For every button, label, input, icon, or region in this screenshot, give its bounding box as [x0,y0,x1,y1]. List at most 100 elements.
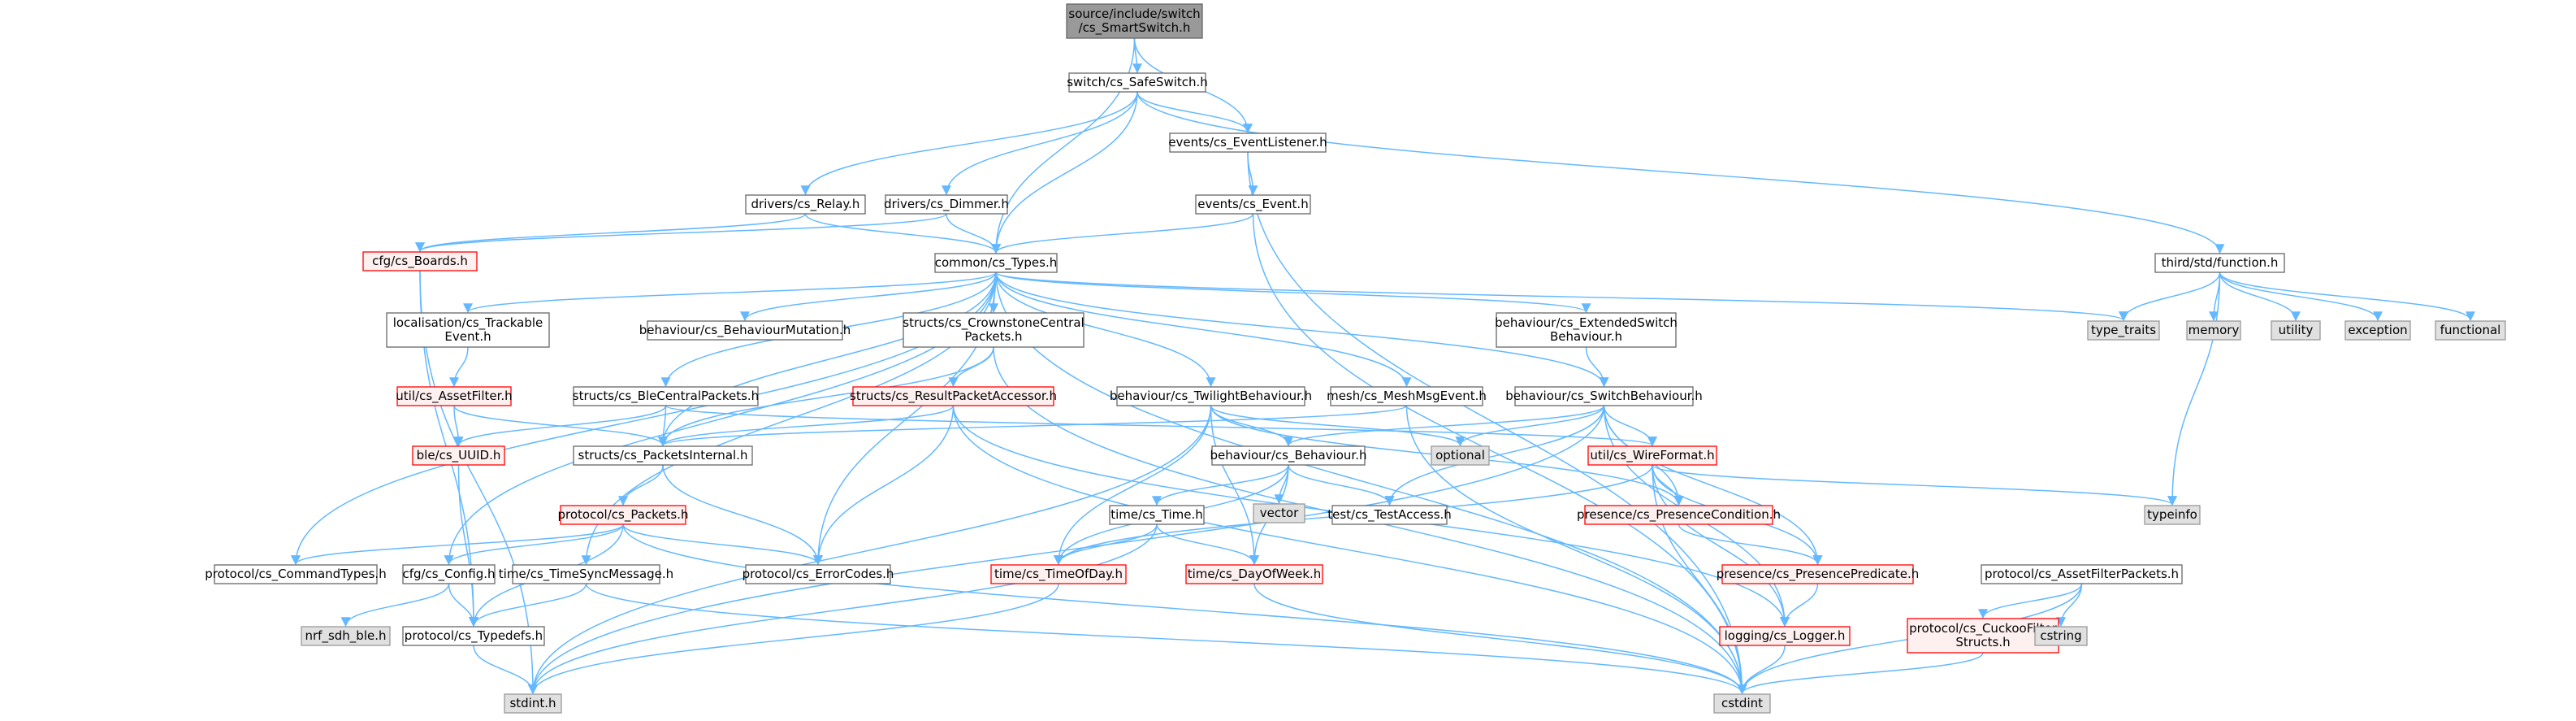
node-vector: vector [1253,503,1305,523]
node-label: time/cs_TimeOfDay.h [994,567,1123,582]
node-box [402,564,496,584]
node-box [1116,386,1305,406]
node-function[interactable]: third/std/function.h [2154,253,2285,273]
edge-resultpacket-to-errorcodes [813,405,955,566]
node-box [573,445,753,466]
node-stdint: stdint.h [504,693,562,714]
node-typedefs[interactable]: protocol/cs_Typedefs.h [402,626,545,646]
node-box [934,253,1058,273]
edge-types-to-typetraits [995,271,2128,322]
edge-packetsinternal-to-packets [618,464,664,506]
node-utility: utility [2271,320,2321,341]
node-box [386,312,550,348]
edge-function-to-typetraits [2119,271,2221,322]
edge-boards-to-stdint [419,270,538,695]
node-time[interactable]: time/cs_Time.h [1109,505,1205,525]
node-packetsinternal[interactable]: structs/cs_PacketsInternal.h [573,445,753,466]
edge-function-to-utility [2219,271,2301,322]
edge-types-to-cstdint [995,271,1747,695]
node-behaviour[interactable]: behaviour/cs_Behaviour.h [1210,445,1367,466]
node-label: Packets.h [964,329,1022,344]
node-label: functional [2440,323,2501,337]
node-label: mesh/cs_MeshMsgEvent.h [1327,389,1487,404]
node-root[interactable]: source/include/switch/cs_SmartSwitch.h [1066,3,1203,39]
node-label: /cs_SmartSwitch.h [1079,20,1191,36]
node-box [396,386,512,406]
node-blecentral[interactable]: structs/cs_BleCentralPackets.h [573,386,759,406]
node-box [2435,320,2506,341]
node-label: behaviour/cs_BehaviourMutation.h [639,323,851,338]
node-presencepred[interactable]: presence/cs_PresencePredicate.h [1717,564,1919,584]
node-eventlistener[interactable]: events/cs_EventListener.h [1168,132,1327,153]
node-box [2344,320,2411,341]
edge-crownstonecentral-to-packetsinternal [658,346,994,447]
edge-function-to-typeinfo [2167,271,2221,506]
node-dayofweek[interactable]: time/cs_DayOfWeek.h [1185,564,1323,584]
node-twilight[interactable]: behaviour/cs_TwilightBehaviour.h [1110,386,1312,406]
node-behmut[interactable]: behaviour/cs_BehaviourMutation.h [639,320,851,341]
node-wireformat[interactable]: util/cs_WireFormat.h [1587,445,1717,466]
node-types[interactable]: common/cs_Types.h [934,253,1058,273]
node-timesync[interactable]: time/cs_TimeSyncMessage.h [499,564,673,584]
node-box [504,693,562,714]
node-config[interactable]: cfg/cs_Config.h [402,564,496,584]
node-assetfilter[interactable]: util/cs_AssetFilter.h [396,386,513,406]
node-label: time/cs_Time.h [1110,507,1203,523]
node-relay[interactable]: drivers/cs_Relay.h [745,194,866,215]
node-timeofday[interactable]: time/cs_TimeOfDay.h [990,564,1127,584]
edge-timesync-to-typedefs [469,583,587,628]
edge-uuid-to-typedefs [457,464,478,628]
node-presencecond[interactable]: presence/cs_PresenceCondition.h [1577,505,1781,525]
node-label: protocol/cs_CommandTypes.h [205,567,386,582]
node-label: protocol/cs_Packets.h [558,507,689,523]
node-switchbeh[interactable]: behaviour/cs_SwitchBehaviour.h [1505,386,1703,406]
edge-switchbeh-to-testaccess [1384,405,1605,506]
node-dimmer[interactable]: drivers/cs_Dimmer.h [884,194,1009,215]
edge-time-to-stdint [528,523,1158,695]
edge-types-to-twilight [995,271,1216,388]
node-errorcodes[interactable]: protocol/cs_ErrorCodes.h [742,564,894,584]
edge-config-to-nrfsdh [340,583,450,628]
node-box [1331,505,1448,525]
node-label: presence/cs_PresencePredicate.h [1717,567,1919,582]
node-resultpacket[interactable]: structs/cs_ResultPacketAccessor.h [850,386,1057,406]
edge-types-to-switchbeh [995,271,1609,388]
node-uuid[interactable]: ble/cs_UUID.h [412,445,505,466]
node-box [990,564,1127,584]
node-meshmsg[interactable]: mesh/cs_MeshMsgEvent.h [1327,386,1487,406]
node-nrfsdh: nrf_sdh_ble.h [301,626,391,646]
edge-twilight-to-timeofday [1054,405,1212,566]
edge-switchbeh-to-behaviour [1284,405,1605,447]
node-box [647,320,843,341]
node-logger[interactable]: logging/cs_Logger.h [1719,626,1851,646]
node-testaccess[interactable]: test/cs_TestAccess.h [1327,505,1452,525]
node-event[interactable]: events/cs_Event.h [1195,194,1311,215]
node-label: test/cs_TestAccess.h [1327,507,1452,523]
node-box [1514,386,1694,406]
node-safeswitch[interactable]: switch/cs_SafeSwitch.h [1067,72,1208,93]
node-packets[interactable]: protocol/cs_Packets.h [558,505,689,525]
node-box [903,312,1085,348]
edge-switchbeh-to-optional [1455,405,1605,447]
node-box [1169,132,1327,153]
edge-types-to-behmut [740,271,997,322]
node-boards[interactable]: cfg/cs_Boards.h [362,251,478,271]
node-label: presence/cs_PresenceCondition.h [1577,507,1781,523]
node-box [1185,564,1323,584]
edge-presencepred-to-logger [1780,583,1819,628]
edge-types-to-packetsinternal [658,271,997,447]
node-box [1496,312,1677,348]
node-functional: functional [2435,320,2506,341]
edge-safeswitch-to-eventlistener [1136,91,1253,134]
node-box [2154,253,2285,273]
node-commandtypes[interactable]: protocol/cs_CommandTypes.h [205,564,387,584]
node-assetfilterpackets[interactable]: protocol/cs_AssetFilterPackets.h [1981,564,2183,584]
node-box [2034,626,2088,646]
node-label: protocol/cs_Typedefs.h [405,628,543,644]
edge-function-to-functional [2219,271,2475,322]
edge-dayofweek-to-cstdint [1253,583,1747,695]
